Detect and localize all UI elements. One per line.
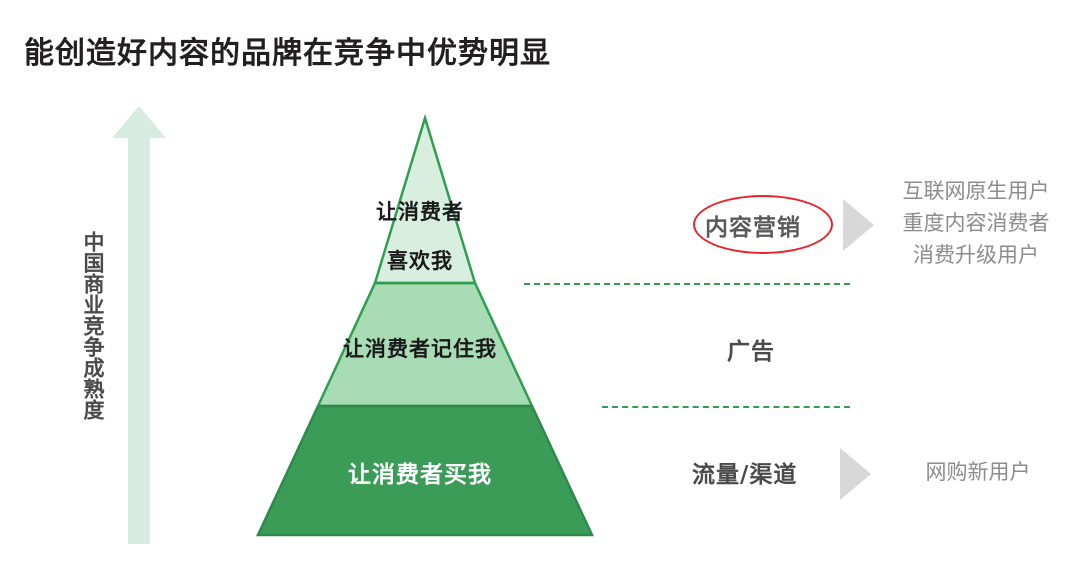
- audience-line: 消费升级用户: [913, 243, 1039, 267]
- dashed-line-icon-upper: [524, 283, 850, 285]
- audience-group-bottom: 网购新用户: [890, 456, 1066, 486]
- right-triangle-arrow-icon-top: [843, 199, 874, 251]
- audience-line: 重度内容消费者: [902, 211, 1050, 235]
- page-title: 能创造好内容的品牌在竞争中优势明显: [24, 36, 551, 71]
- pyramid-tier-bottom: [256, 404, 594, 537]
- pyramid-tier-middle: [316, 281, 534, 408]
- dashed-line-icon-lower: [602, 406, 850, 408]
- pyramid-chart: [256, 113, 594, 537]
- pyramid-tier-top: [373, 113, 477, 285]
- stage-label-content-marketing[interactable]: 内容营销: [705, 215, 801, 241]
- right-triangle-arrow-icon-bottom: [840, 448, 871, 500]
- audience-group-top: 互联网原生用户 重度内容消费者 消费升级用户: [878, 175, 1074, 271]
- content-marketing-highlight-ellipse: [693, 195, 833, 254]
- stage-label-traffic-channel[interactable]: 流量/渠道: [692, 462, 798, 488]
- up-arrow-icon: [112, 106, 166, 544]
- audience-line: 网购新用户: [925, 460, 1031, 484]
- stage-label-advertising[interactable]: 广告: [727, 339, 775, 365]
- axis-label: 中国商业竞争成熟度: [81, 230, 105, 420]
- audience-line: 互联网原生用户: [902, 179, 1050, 203]
